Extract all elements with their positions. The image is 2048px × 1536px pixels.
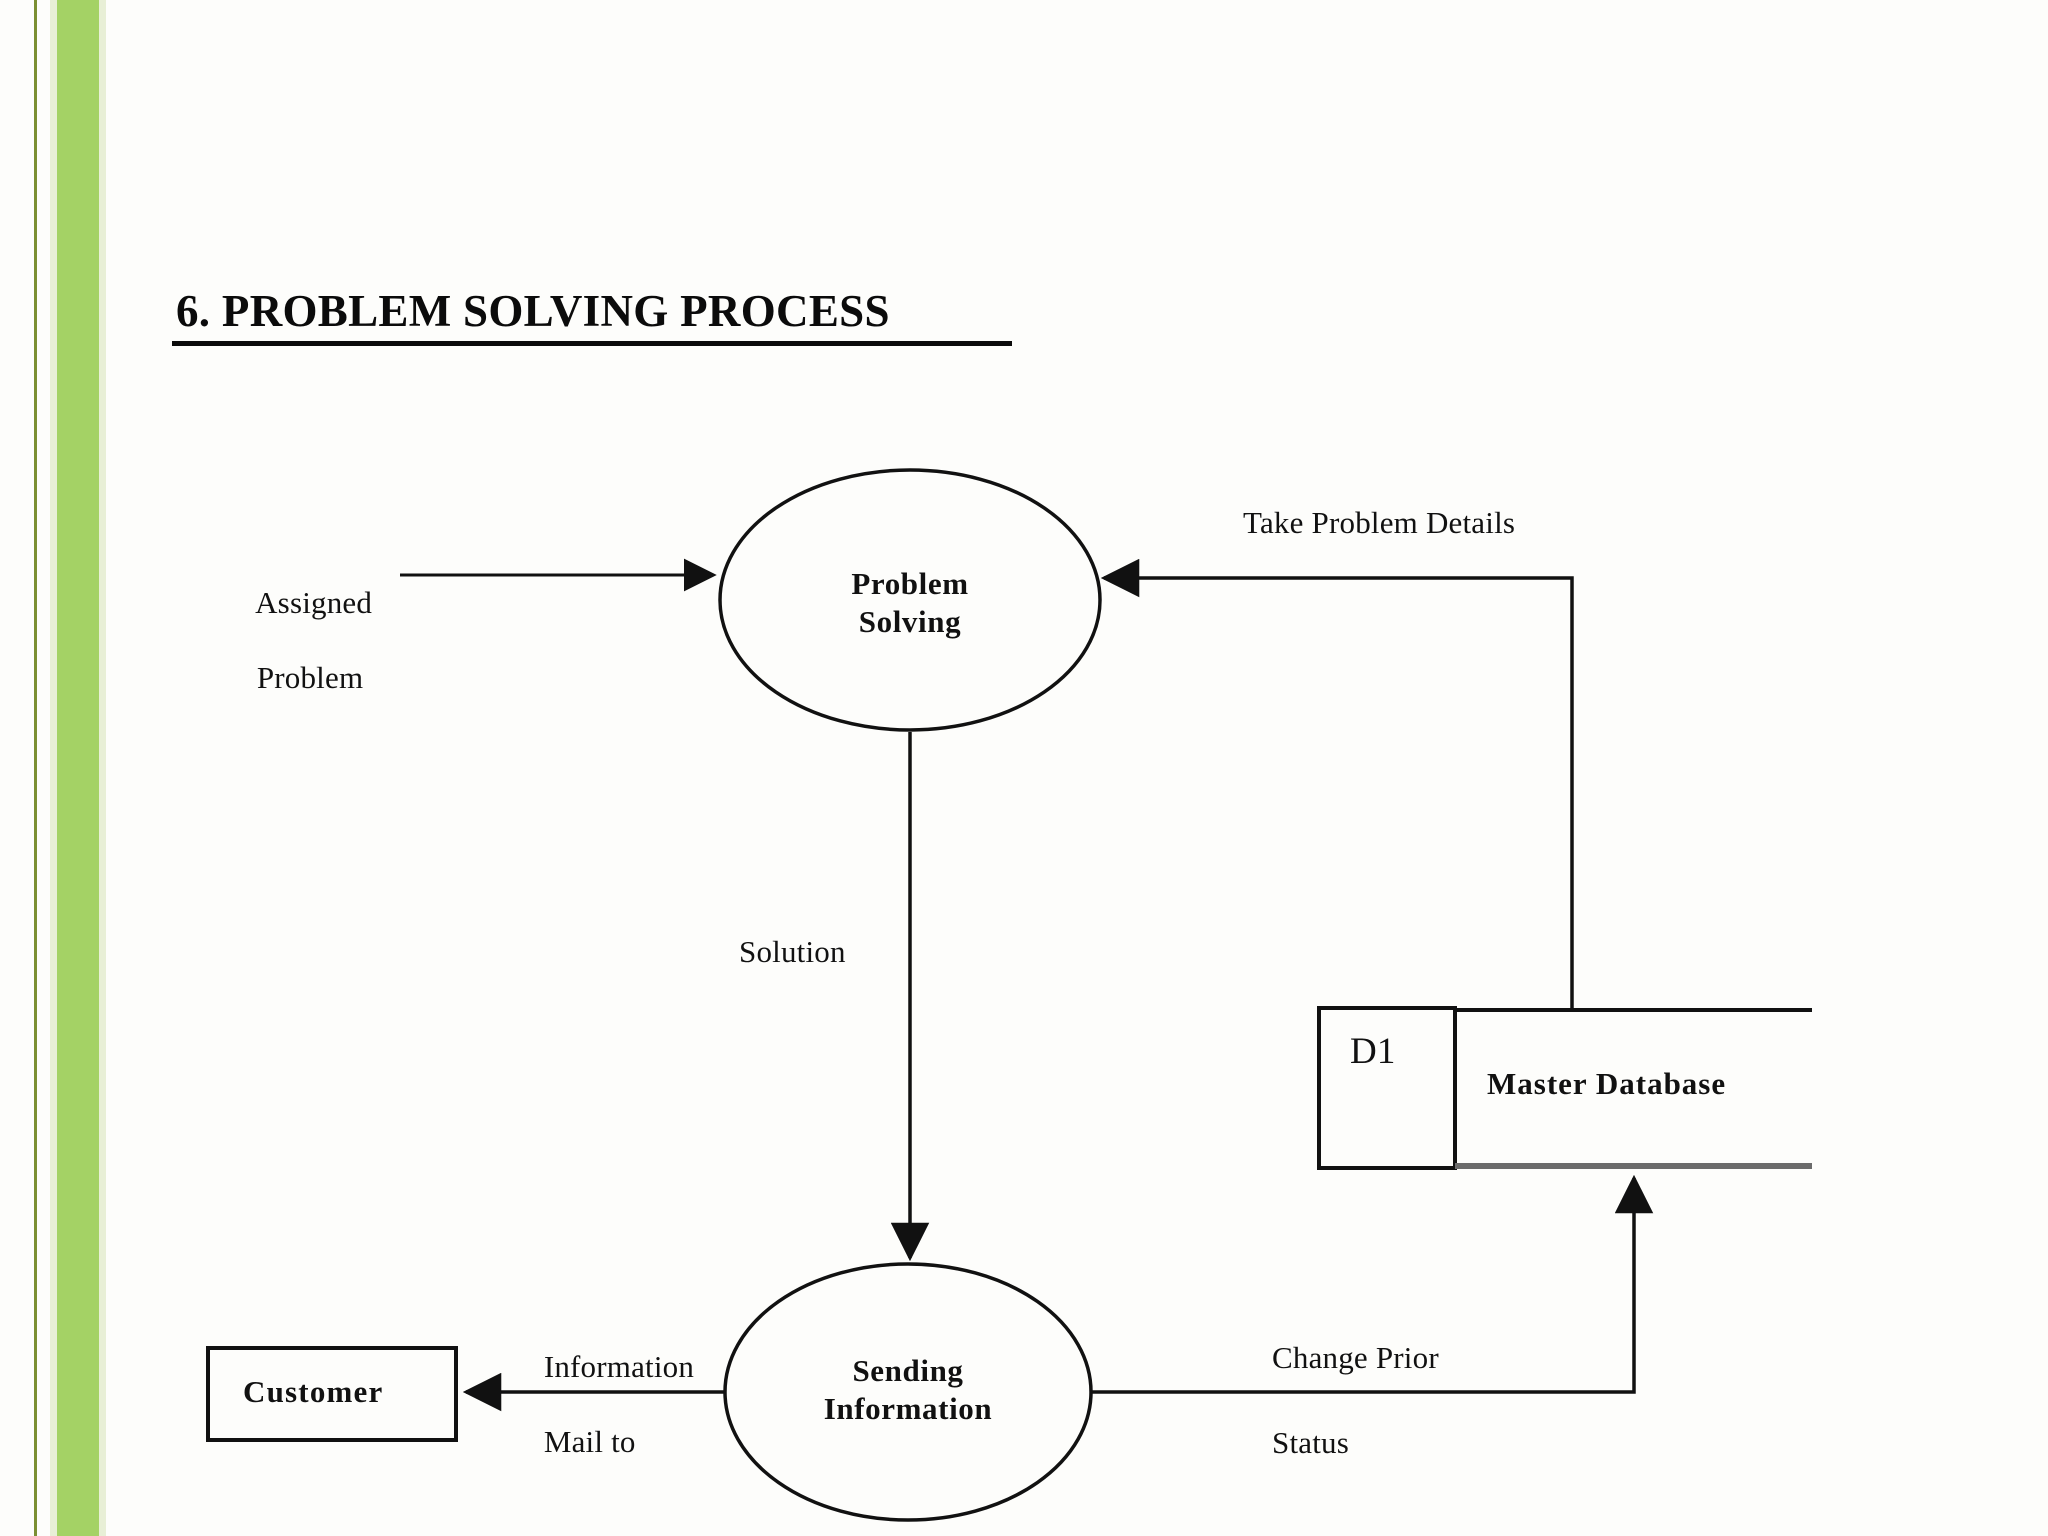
entity-customer-label: Customer [243, 1374, 384, 1409]
process-sending-information-label: Sending Information [728, 1352, 1088, 1428]
sidebar-accent-bar-inner [57, 0, 99, 1536]
process-sending-information-line2: Information [823, 1390, 993, 1426]
flow-take-problem-details-line [1100, 558, 1574, 1008]
process-problem-solving-shape [718, 468, 1102, 732]
process-sending-information-line1: Sending [852, 1353, 964, 1388]
process-problem-solving-line2: Solving [858, 603, 962, 639]
flow-assigned-problem-line1: Assigned [255, 584, 373, 620]
flow-change-prior-status-line1: Change Prior [1272, 1340, 1439, 1375]
flow-take-problem-details-label: Take Problem Details [1243, 505, 1516, 540]
entity-customer-shape [206, 1346, 458, 1442]
flow-information-mail-to-label: Information Mail to [512, 1310, 694, 1499]
flow-change-prior-status-line [1092, 1174, 1654, 1394]
flow-solution-label: Solution [739, 934, 846, 969]
process-problem-solving-label: Problem Solving [730, 565, 1090, 641]
flow-assigned-problem-label: Assigned Problem [225, 546, 372, 735]
datastore-key-cell [1317, 1006, 1457, 1170]
flow-information-mail-to-line2: Mail to [543, 1424, 636, 1460]
flow-change-prior-status-line2: Status [1272, 1425, 1349, 1460]
datastore-master-database-label: Master Database [1487, 1066, 1727, 1101]
page-title-underline [172, 341, 1012, 346]
flow-assigned-problem-line2: Problem [256, 660, 364, 696]
process-problem-solving-line1: Problem [851, 566, 969, 601]
page-title: 6. PROBLEM SOLVING PROCESS [176, 286, 890, 336]
datastore-key-label: D1 [1350, 1031, 1396, 1072]
sidebar-accent-line [34, 0, 37, 1536]
process-sending-information-shape [723, 1262, 1093, 1522]
flow-information-mail-to-line1: Information [543, 1348, 695, 1384]
